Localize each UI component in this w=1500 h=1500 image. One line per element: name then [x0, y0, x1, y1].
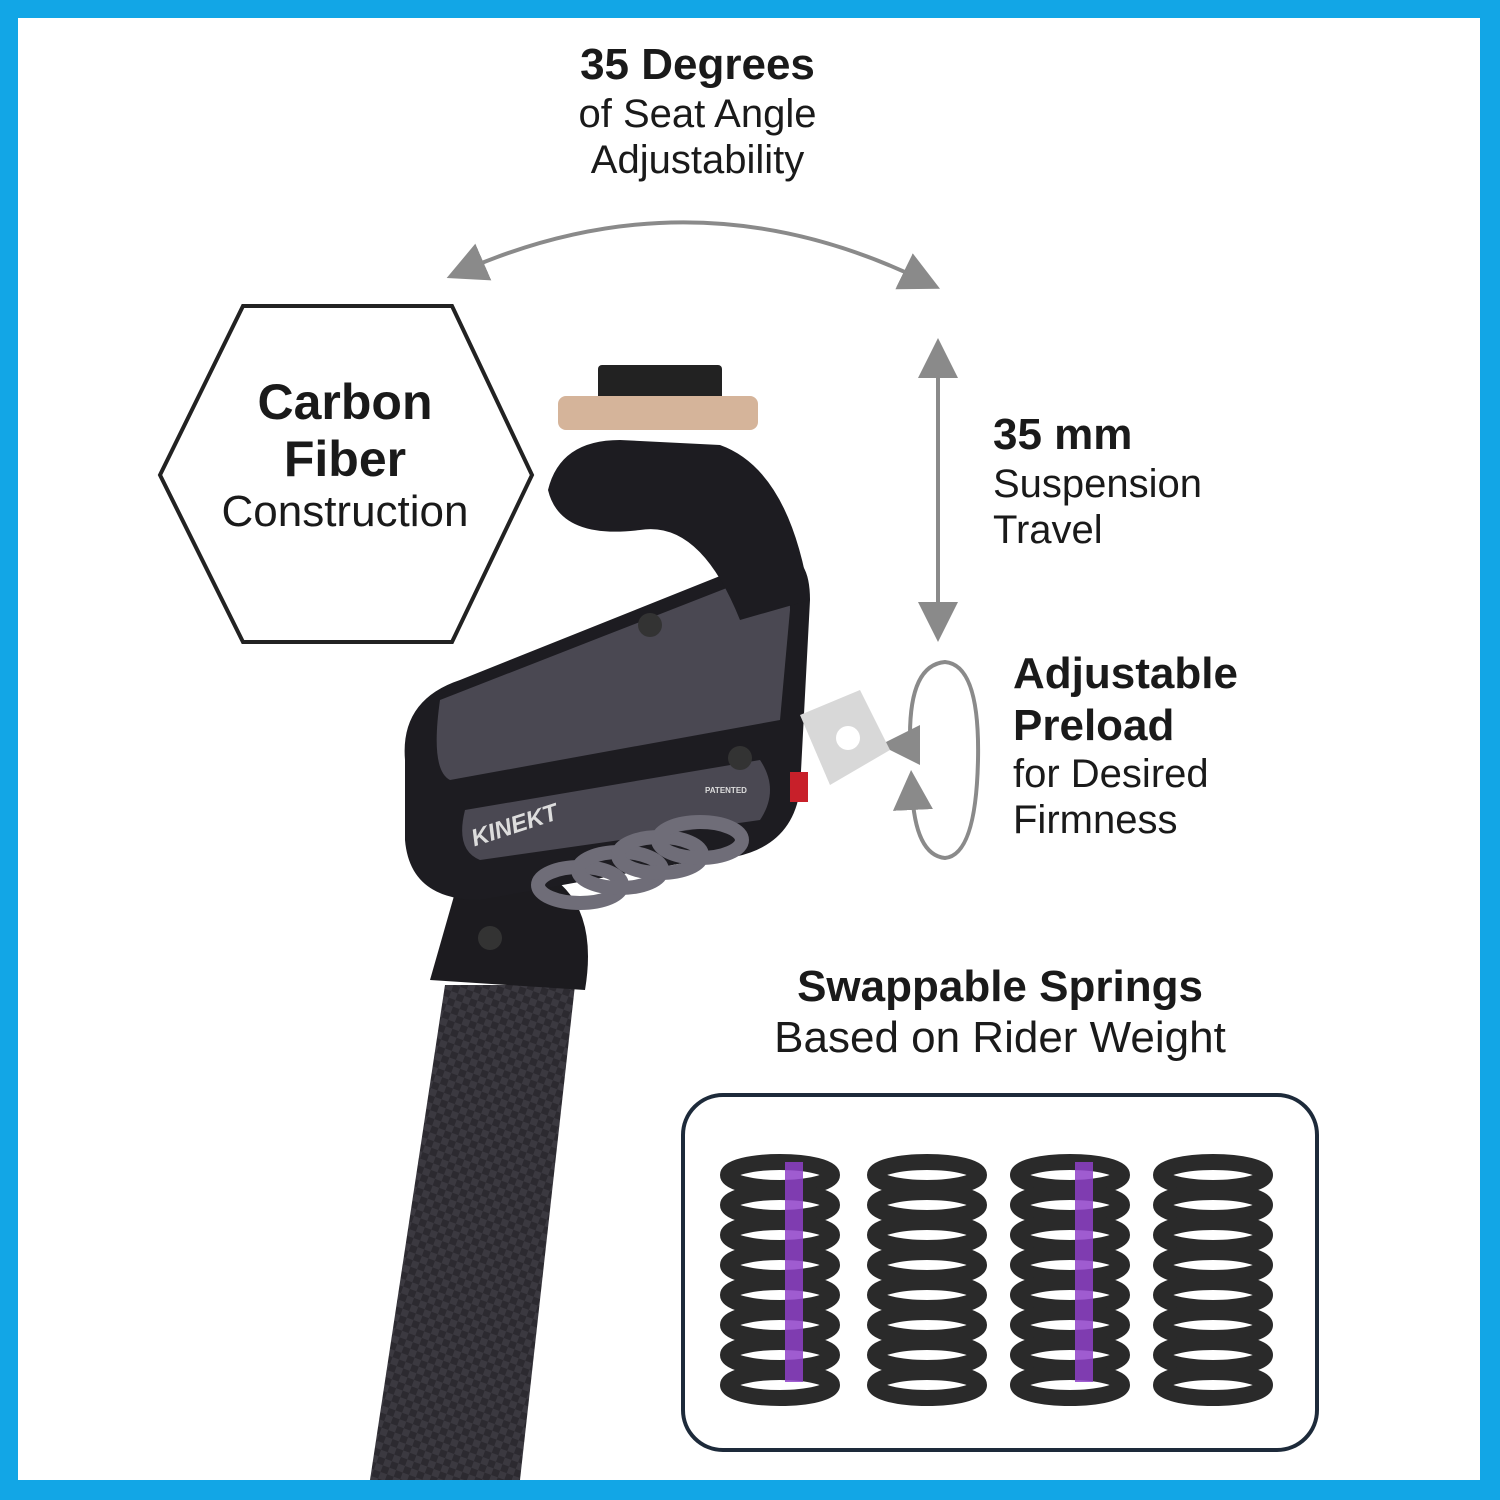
preload-title2: Preload: [1013, 701, 1175, 751]
spring-1: [720, 1154, 840, 1406]
seatpost-image: [370, 365, 890, 1480]
carbon-hexagon: [157, 304, 535, 644]
carbon-line1: Carbon: [257, 374, 433, 430]
spring-coil: [867, 1364, 987, 1406]
carbon-callout: Carbon Fiber Construction: [190, 372, 500, 538]
spring-color-mark: [1075, 1162, 1093, 1382]
angle-line2: Adjustability: [590, 137, 805, 182]
angle-callout: 35 Degrees of Seat Angle Adjustability: [500, 40, 895, 183]
preload-line2: Firmness: [1013, 797, 1178, 842]
spring-3: [1010, 1154, 1130, 1406]
preload-line1: for Desired: [1013, 751, 1209, 796]
patented-badge: PATENTED: [705, 786, 747, 795]
spring-2: [867, 1154, 987, 1406]
travel-title: 35 mm: [993, 410, 1133, 459]
spring-color-mark: [785, 1162, 803, 1382]
carbon-line3: Construction: [221, 487, 469, 536]
spring-coil: [1153, 1364, 1273, 1406]
travel-line2: Travel: [993, 507, 1103, 552]
spring-coil: [720, 1364, 840, 1406]
carbon-line2: Fiber: [283, 431, 407, 487]
angle-title: 35 Degrees: [580, 40, 815, 89]
travel-callout: 35 mm Suspension Travel: [993, 410, 1202, 553]
preload-callout: Adjustable Preload for Desired Firmness: [1013, 646, 1238, 843]
spring-coil: [1010, 1364, 1130, 1406]
springs-title: Swappable Springs: [797, 962, 1203, 1011]
angle-line1: of Seat Angle: [578, 91, 817, 136]
springs-group: [720, 1154, 1273, 1406]
travel-line1: Suspension: [993, 461, 1203, 506]
preload-title1: Adjustable: [1013, 649, 1238, 698]
rotation-arrow-icon: [880, 659, 981, 861]
springs-subtitle: Based on Rider Weight: [774, 1012, 1226, 1062]
spring-4: [1153, 1154, 1273, 1406]
angle-arc-arrow: [446, 220, 941, 290]
springs-callout: Swappable Springs Based on Rider Weight: [700, 962, 1300, 1063]
